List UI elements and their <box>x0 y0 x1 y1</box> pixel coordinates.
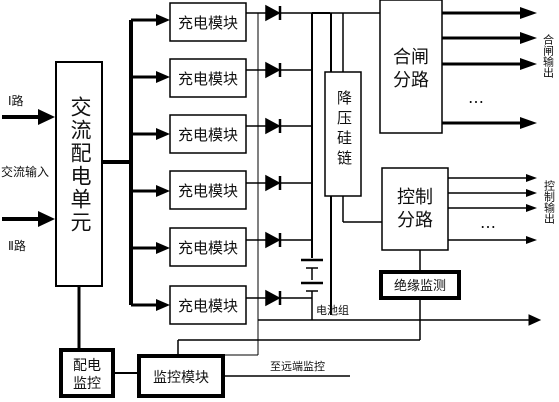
charging-module-label: 充电模块 <box>178 126 238 144</box>
line2-input-arrowhead <box>38 211 55 227</box>
closing-output-4-arrowhead <box>520 117 537 129</box>
control-output-4-arrowhead <box>526 236 537 244</box>
control-output-1-arrowhead <box>526 174 537 182</box>
distribution-monitor-label-line1: 配电 <box>73 358 101 374</box>
diode-4-icon <box>265 174 281 192</box>
charging-module-box <box>169 227 247 267</box>
line1-input-arrowhead <box>38 109 55 125</box>
feed-arrowhead-3 <box>156 128 170 140</box>
battery-group <box>258 258 542 326</box>
closing-output-3-arrowhead <box>520 58 537 70</box>
ac-distribution-unit: 交流配电单元 <box>55 61 103 287</box>
closing-branch-ellipsis: … <box>468 88 484 107</box>
diode-2-icon <box>265 61 281 79</box>
ac-input-label: 交流输入 <box>1 164 49 179</box>
closing-output-1-arrowhead <box>520 7 537 19</box>
control-branch: 控制 分路 <box>381 167 449 251</box>
charging-module-3: 充电模块 <box>169 114 247 154</box>
ac-distribution-unit-label: 交流配电单元 <box>68 96 92 234</box>
closing-output-label: 合闸输出 <box>542 33 555 78</box>
control-output-label: 控制输出 <box>543 179 556 224</box>
charging-module-label: 充电模块 <box>178 239 238 257</box>
charging-module-6: 充电模块 <box>169 285 247 325</box>
closing-branch-box <box>379 0 443 134</box>
control-branch-box <box>381 167 449 251</box>
charging-module-5: 充电模块 <box>169 227 247 267</box>
charging-module-4: 充电模块 <box>169 170 247 210</box>
distribution-monitor-label-line2: 监控 <box>73 376 101 392</box>
feed-arrowhead-4 <box>156 185 170 197</box>
control-branch-ellipsis: … <box>480 213 496 232</box>
feed-arrowhead-1 <box>156 14 170 26</box>
charging-module-box <box>169 114 247 154</box>
charging-module-label: 充电模块 <box>178 70 238 88</box>
step-down-diode-chain: 降压硅链 <box>324 71 362 197</box>
remote-monitor-label: 至远端监控 <box>270 359 325 373</box>
insulation-monitor: 绝缘监测 <box>379 270 461 300</box>
control-output-2-arrowhead <box>526 189 537 197</box>
charging-module-label: 充电模块 <box>178 297 238 315</box>
feed-arrowhead-2 <box>156 71 170 83</box>
charging-module-2: 充电模块 <box>169 58 247 98</box>
ac-distribution-unit-box <box>55 61 103 287</box>
distribution-monitor: 配电 监控 <box>59 348 115 398</box>
charging-module-label: 充电模块 <box>178 14 238 32</box>
line1-label: Ⅰ路 <box>8 93 24 108</box>
closing-branch: 合闸 分路 <box>379 0 443 134</box>
charging-module-box <box>169 285 247 325</box>
ac-input-section: Ⅰ路 交流输入 Ⅱ路 <box>1 93 55 253</box>
charging-module-1: 充电模块 <box>169 2 247 42</box>
charging-module-box <box>169 170 247 210</box>
closing-branch-label-line1: 合闸 <box>393 47 429 68</box>
charging-module-box <box>169 2 247 42</box>
charging-module-label: 充电模块 <box>178 182 238 200</box>
feed-arrowhead-5 <box>156 242 170 254</box>
closing-branch-label-line2: 分路 <box>393 70 429 91</box>
closing-outputs <box>442 7 537 129</box>
diode-1-icon <box>265 4 281 22</box>
line2-label: Ⅱ路 <box>8 238 26 253</box>
monitor-module: 监控模块 <box>137 354 225 398</box>
diode-5-icon <box>265 231 281 249</box>
insulation-monitor-label: 绝缘监测 <box>394 278 446 294</box>
battery-group-label: 电池组 <box>316 303 349 317</box>
monitor-module-label: 监控模块 <box>153 370 209 386</box>
step-down-diode-chain-label: 降压硅链 <box>335 90 353 170</box>
negative-bus-arrowhead <box>528 314 542 326</box>
diode-6-icon <box>265 289 281 307</box>
module-feed-arrows <box>131 14 170 311</box>
ac-bus <box>102 20 133 305</box>
feed-arrowhead-6 <box>156 299 170 311</box>
control-branch-label-line1: 控制 <box>397 187 433 208</box>
control-branch-label-line2: 分路 <box>397 210 433 231</box>
closing-output-2-arrowhead <box>520 32 537 44</box>
step-down-diode-chain-box <box>324 71 362 197</box>
monitor-module-box <box>137 354 225 398</box>
control-output-3-arrowhead <box>526 204 537 212</box>
diode-3-icon <box>265 117 281 135</box>
diode-chain-connections <box>342 13 382 223</box>
charging-module-box <box>169 58 247 98</box>
control-outputs <box>448 174 537 244</box>
